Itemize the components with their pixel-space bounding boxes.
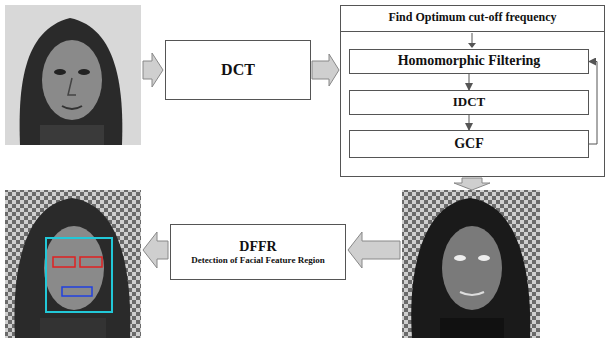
flow-arrow (469, 74, 470, 90)
group-heading: Find Optimum cut-off frequency (341, 6, 604, 32)
detected-photo (5, 190, 141, 338)
flow-arrow (469, 115, 470, 130)
process-box: DFFRDetection of Facial Feature Region (170, 224, 346, 280)
process-label: GCF (454, 136, 484, 152)
header-arrow (468, 33, 476, 48)
process-label: Homomorphic Filtering (398, 53, 541, 69)
process-label: DCT (221, 61, 255, 79)
process-label: DFFR (239, 239, 276, 255)
filtered-photo (402, 190, 540, 338)
process-box: Homomorphic Filtering (349, 49, 589, 74)
process-subtitle: Detection of Facial Feature Region (191, 255, 324, 265)
face-photo (5, 5, 141, 145)
process-box: IDCT (349, 90, 589, 115)
process-label: IDCT (453, 95, 486, 110)
process-box: GCF (349, 130, 589, 158)
feedback-arrow (589, 62, 597, 145)
group-box: Find Optimum cut-off frequencyHomomorphi… (340, 5, 605, 177)
process-box: DCT (165, 40, 311, 100)
block-arrow (312, 54, 339, 86)
